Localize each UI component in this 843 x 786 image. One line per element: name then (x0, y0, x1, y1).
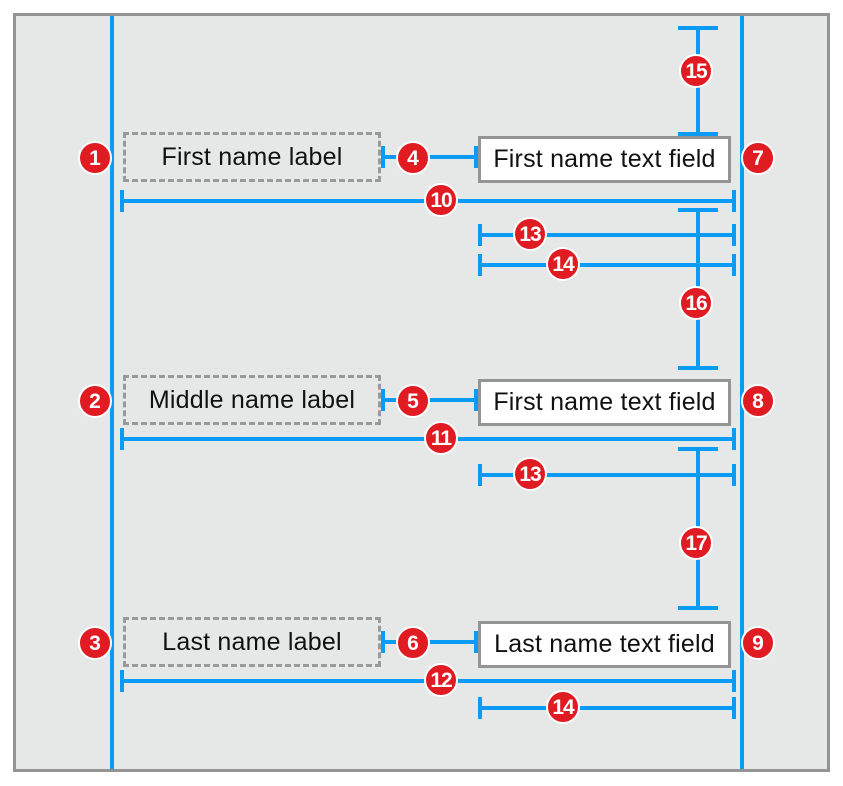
constraint-marker-14[interactable]: 14 (546, 247, 580, 281)
constraint-cap-4-right (474, 146, 478, 168)
constraint-line-14a (478, 263, 736, 267)
badge-label: 13 (519, 462, 541, 486)
constraint-cap-10-right (732, 190, 736, 212)
constraint-marker-1[interactable]: 1 (78, 141, 112, 175)
constraint-cap-14a-right (732, 254, 736, 276)
middle-name-text-field-text: First name text field (493, 388, 716, 416)
badge-label: 15 (685, 59, 707, 83)
last-name-text-field[interactable]: Last name text field (478, 621, 731, 668)
constraint-line-13a (478, 233, 736, 237)
constraint-cap-15-bottom (678, 132, 718, 136)
constraint-cap-14b-right (732, 697, 736, 719)
constraint-cap-5-left (381, 389, 385, 411)
badge-label: 6 (407, 631, 419, 655)
constraint-cap-5-right (474, 389, 478, 411)
constraint-marker-9[interactable]: 9 (741, 626, 775, 660)
badge-label: 14 (552, 695, 574, 719)
first-name-label-box[interactable]: First name label (123, 132, 381, 182)
constraint-cap-13a-right (732, 224, 736, 246)
constraint-cap-16-top (678, 208, 718, 212)
middle-name-text-field[interactable]: First name text field (478, 379, 731, 426)
constraint-cap-6-left (381, 631, 385, 653)
badge-label: 17 (685, 531, 707, 555)
constraint-marker-13[interactable]: 13 (513, 217, 547, 251)
constraint-line-13b (478, 473, 736, 477)
badge-label: 4 (407, 146, 419, 170)
leading-guide-line (110, 16, 114, 769)
constraint-cap-17-top (678, 447, 718, 451)
constraint-cap-12-left (120, 670, 124, 692)
constraint-marker-15[interactable]: 15 (679, 54, 713, 88)
constraint-marker-16[interactable]: 16 (679, 286, 713, 320)
badge-label: 1 (89, 146, 101, 170)
constraint-marker-11[interactable]: 11 (424, 421, 458, 455)
middle-name-label-box[interactable]: Middle name label (123, 375, 381, 425)
middle-name-label-text: Middle name label (148, 385, 356, 414)
constraint-marker-3[interactable]: 3 (78, 626, 112, 660)
badge-label: 11 (430, 426, 452, 450)
constraint-marker-13b[interactable]: 13 (513, 457, 547, 491)
constraint-marker-5[interactable]: 5 (396, 384, 430, 418)
last-name-label-box[interactable]: Last name label (123, 617, 381, 667)
constraint-marker-14b[interactable]: 14 (546, 690, 580, 724)
badge-label: 14 (552, 252, 574, 276)
constraint-cap-11-left (120, 428, 124, 450)
last-name-label-text: Last name label (162, 627, 342, 656)
constraint-marker-17[interactable]: 17 (679, 526, 713, 560)
constraint-marker-6[interactable]: 6 (396, 626, 430, 660)
badge-label: 2 (89, 389, 101, 413)
constraint-cap-6-right (474, 631, 478, 653)
constraint-cap-15-top (678, 26, 718, 30)
constraint-cap-14a-left (478, 254, 482, 276)
constraint-cap-16-bottom (678, 366, 718, 370)
constraint-cap-4-left (381, 146, 385, 168)
constraint-marker-10[interactable]: 10 (424, 183, 458, 217)
first-name-text-field-text: First name text field (493, 145, 716, 173)
constraint-cap-12-right (732, 670, 736, 692)
first-name-label-text: First name label (161, 142, 343, 171)
constraint-cap-14b-left (478, 697, 482, 719)
constraint-line-14b (478, 706, 736, 710)
constraint-cap-10-left (120, 190, 124, 212)
badge-label: 9 (752, 631, 764, 655)
badge-label: 7 (752, 146, 764, 170)
constraint-marker-12[interactable]: 12 (424, 663, 458, 697)
constraint-cap-17-bottom (678, 606, 718, 610)
badge-label: 12 (430, 668, 452, 692)
constraint-marker-4[interactable]: 4 (396, 141, 430, 175)
badge-label: 3 (89, 631, 101, 655)
constraint-cap-13b-right (732, 464, 736, 486)
constraint-marker-2[interactable]: 2 (78, 384, 112, 418)
constraint-cap-13b-left (478, 464, 482, 486)
first-name-text-field[interactable]: First name text field (478, 136, 731, 183)
constraint-cap-11-right (732, 428, 736, 450)
badge-label: 5 (407, 389, 419, 413)
badge-label: 10 (430, 188, 452, 212)
last-name-text-field-text: Last name text field (494, 630, 715, 658)
badge-label: 8 (752, 389, 764, 413)
badge-label: 13 (519, 222, 541, 246)
constraint-marker-7[interactable]: 7 (741, 141, 775, 175)
constraint-cap-13a-left (478, 224, 482, 246)
constraint-marker-8[interactable]: 8 (741, 384, 775, 418)
badge-label: 16 (685, 291, 707, 315)
